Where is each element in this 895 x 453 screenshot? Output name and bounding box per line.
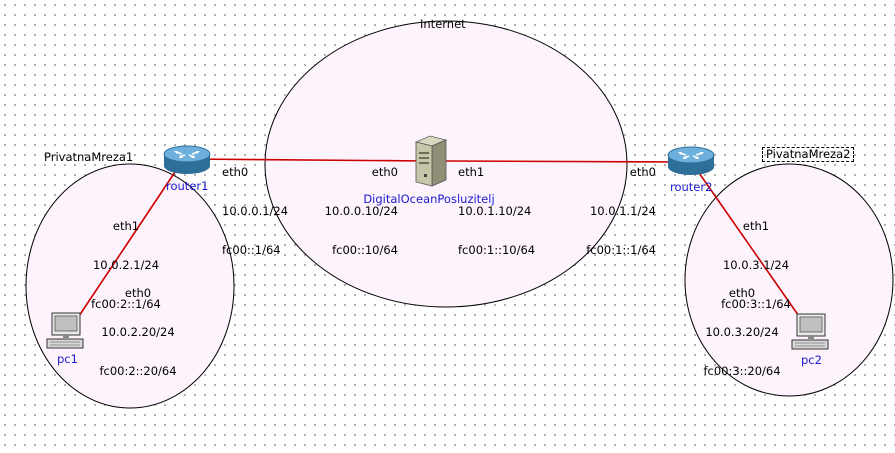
link-router1-pc1[interactable] (68, 159, 184, 332)
iface-r2-eth1: eth1 10.0.3.1/24 fc00:3::1/64 (708, 194, 804, 324)
iface-name: eth0 (124, 286, 152, 300)
zone-private2-label: PivatnaMreza2 (762, 147, 855, 162)
router-icon (667, 146, 715, 175)
link-router2-pc2[interactable] (689, 159, 811, 333)
pc1-label: pc1 (57, 352, 78, 366)
iface-ipv4: 10.0.0.1/24 (222, 204, 289, 218)
iface-name: eth0 (629, 165, 656, 179)
iface-ipv4: 10.0.2.20/24 (101, 325, 175, 339)
iface-ipv4: 10.0.3.1/24 (722, 258, 790, 272)
pc-icon (791, 313, 829, 350)
server-node[interactable] (408, 134, 450, 188)
iface-ipv4: 10.0.1.1/24 (589, 204, 656, 218)
iface-srv-eth0: eth0 10.0.0.10/24 fc00::10/64 (300, 140, 398, 270)
iface-ipv6: fc00:3::20/64 (703, 364, 781, 378)
router2-node[interactable] (666, 146, 716, 176)
iface-name: eth1 (742, 219, 770, 233)
pc1-node[interactable] (45, 312, 85, 350)
iface-ipv6: fc00::1/64 (222, 243, 281, 257)
zone-private2[interactable] (684, 163, 894, 397)
iface-ipv4: 10.0.2.1/24 (92, 258, 160, 272)
iface-ipv6: fc00:2::20/64 (99, 364, 177, 378)
iface-r2-eth0: eth0 10.0.1.1/24 fc00:1::1/64 (560, 140, 656, 270)
router1-node[interactable] (162, 145, 212, 175)
iface-name: eth0 (728, 286, 756, 300)
iface-ipv4: 10.0.1.10/24 (458, 204, 532, 218)
iface-name: eth1 (112, 219, 140, 233)
iface-srv-eth1: eth1 10.0.1.10/24 fc00:1::10/64 (458, 140, 535, 270)
pc-icon (46, 312, 84, 349)
server-label: DigitalOceanPosluzitelj (363, 192, 495, 206)
iface-ipv6: fc00:1::1/64 (586, 243, 656, 257)
iface-name: eth0 (371, 165, 398, 179)
router2-label: router2 (670, 180, 713, 194)
router1-label: router1 (166, 179, 209, 193)
iface-ipv6: fc00:1::10/64 (458, 243, 536, 257)
iface-name: eth0 (222, 165, 249, 179)
server-icon (414, 135, 448, 187)
pc2-node[interactable] (790, 313, 830, 351)
iface-ipv4: 10.0.3.20/24 (705, 325, 779, 339)
iface-ipv6: fc00::10/64 (332, 243, 398, 257)
iface-ipv6: fc00:3::1/64 (721, 297, 791, 311)
link-router1-server[interactable] (185, 158, 429, 162)
iface-ipv4: 10.0.0.10/24 (324, 204, 398, 218)
iface-r1-eth1: eth1 10.0.2.1/24 fc00:2::1/64 (78, 194, 174, 324)
iface-pc2-eth0: eth0 10.0.3.20/24 fc00:3::20/64 (690, 261, 794, 391)
zone-internet-label: Internet (420, 17, 466, 31)
zone-private1-label: PrivatnaMreza1 (44, 150, 134, 164)
iface-ipv6: fc00:2::1/64 (91, 297, 161, 311)
iface-name: eth1 (458, 165, 485, 179)
router-icon (163, 145, 211, 174)
link-server-router2[interactable] (445, 160, 691, 163)
iface-r1-eth0: eth0 10.0.0.1/24 fc00::1/64 (222, 140, 288, 270)
pc2-label: pc2 (801, 353, 822, 367)
iface-pc1-eth0: eth0 10.0.2.20/24 fc00:2::20/64 (86, 261, 190, 391)
